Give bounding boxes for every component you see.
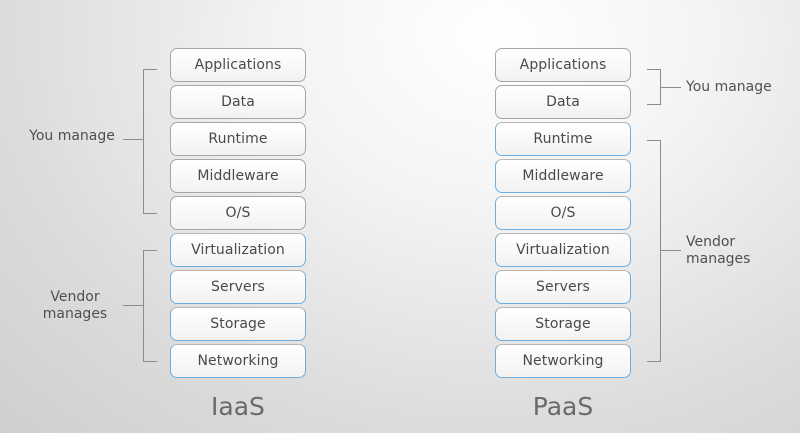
- iaas-vendor-label-line1: Vendor: [50, 289, 100, 305]
- paas-layer-storage: Storage: [495, 307, 631, 341]
- iaas-vendor-bracket: [143, 250, 157, 362]
- iaas-layer-storage: Storage: [170, 307, 306, 341]
- paas-vendor-label: Vendor manages: [686, 234, 766, 268]
- iaas-vendor-label-line2: manages: [42, 306, 108, 322]
- paas-layer-servers: Servers: [495, 270, 631, 304]
- paas-layer-data: Data: [495, 85, 631, 119]
- iaas-layer-runtime: Runtime: [170, 122, 306, 156]
- paas-layer-runtime: Runtime: [495, 122, 631, 156]
- iaas-layer-virtualization: Virtualization: [170, 233, 306, 267]
- paas-layer-applications: Applications: [495, 48, 631, 82]
- paas-you-manage-bracket: [647, 69, 661, 105]
- paas-vendor-bracket: [647, 140, 661, 362]
- paas-layer-middleware: Middleware: [495, 159, 631, 193]
- paas-vendor-label-line2: manages: [686, 251, 751, 267]
- iaas-layer-networking: Networking: [170, 344, 306, 378]
- iaas-stack: Applications Data Runtime Middleware O/S…: [170, 48, 306, 381]
- paas-stack: Applications Data Runtime Middleware O/S…: [495, 48, 631, 381]
- iaas-vendor-tick: [123, 305, 143, 306]
- paas-vendor-tick: [661, 250, 681, 251]
- iaas-layer-os: O/S: [170, 196, 306, 230]
- iaas-you-manage-label: You manage: [29, 128, 115, 144]
- iaas-you-manage-tick: [123, 139, 143, 140]
- paas-vendor-label-line1: Vendor: [686, 234, 736, 250]
- iaas-title: IaaS: [211, 392, 265, 421]
- paas-you-manage-tick: [661, 87, 681, 88]
- iaas-layer-middleware: Middleware: [170, 159, 306, 193]
- iaas-layer-servers: Servers: [170, 270, 306, 304]
- paas-layer-networking: Networking: [495, 344, 631, 378]
- iaas-vendor-label: Vendor manages: [30, 289, 120, 323]
- iaas-layer-applications: Applications: [170, 48, 306, 82]
- paas-layer-os: O/S: [495, 196, 631, 230]
- paas-title: PaaS: [532, 392, 594, 421]
- paas-you-manage-label: You manage: [686, 79, 772, 95]
- paas-layer-virtualization: Virtualization: [495, 233, 631, 267]
- iaas-layer-data: Data: [170, 85, 306, 119]
- iaas-you-manage-bracket: [143, 69, 157, 214]
